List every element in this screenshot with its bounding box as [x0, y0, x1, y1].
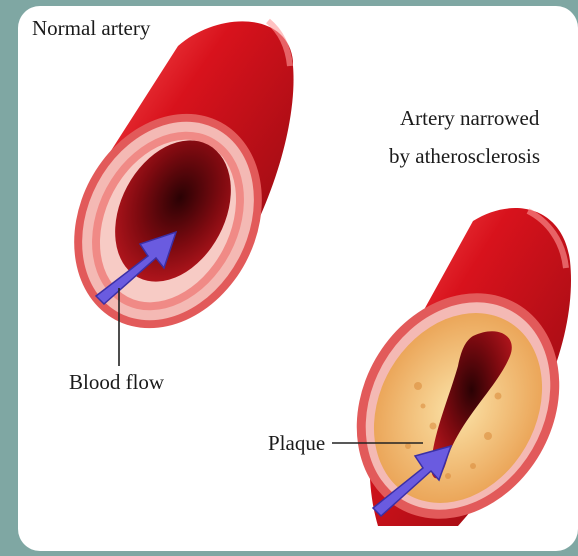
narrowed-artery-figure: [317, 208, 578, 551]
blood-flow-label: Blood flow: [69, 370, 164, 394]
diagram-panel: Normal artery Artery narrowed by atheros…: [18, 6, 578, 551]
normal-artery-label: Normal artery: [32, 16, 150, 40]
narrowed-artery-label-line1: Artery narrowed: [400, 106, 539, 130]
plaque-label: Plaque: [268, 431, 325, 455]
narrowed-artery-label-line2: by atherosclerosis: [389, 144, 540, 168]
artery-illustration: [18, 6, 578, 551]
normal-artery-figure: [38, 21, 299, 366]
